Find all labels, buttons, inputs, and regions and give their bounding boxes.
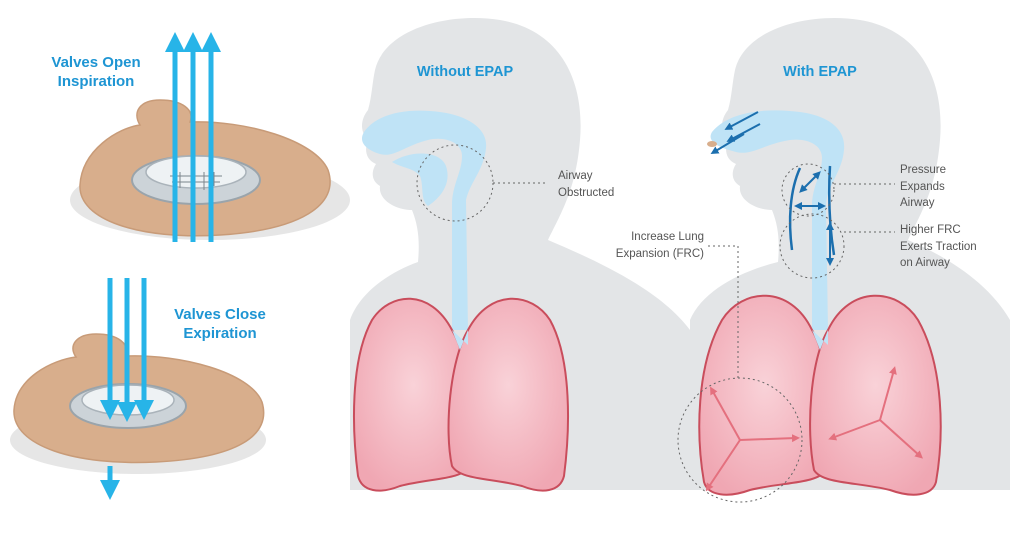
nasal-epap-device — [707, 141, 717, 147]
airway — [361, 110, 487, 330]
valves-close-label: Valves Close Expiration — [158, 306, 282, 344]
valves-open-label: Valves Open Inspiration — [36, 54, 156, 92]
tongue-collapse — [392, 153, 448, 206]
valve-disc-open — [145, 155, 247, 189]
device-close — [10, 278, 266, 500]
panel-without-epap — [350, 18, 690, 492]
pressure-circle — [781, 163, 835, 217]
airway-obstructed-note: Airway Obstructed — [558, 170, 615, 199]
left-lung — [698, 294, 831, 496]
airway — [710, 110, 845, 330]
pressure-expands-note: Pressure Expands Airway — [900, 164, 947, 210]
higher-frc-note: Higher FRC Exerts Traction on Airway — [900, 224, 977, 270]
bronchi — [452, 330, 468, 350]
pressure-arrows — [794, 171, 834, 266]
airway-wall-front — [788, 167, 802, 251]
lung-expansion-note: Increase Lung Expansion (FRC) — [615, 231, 704, 260]
bronchi — [812, 330, 828, 350]
right-lung — [809, 294, 942, 496]
lung-expansion-arrows — [705, 366, 923, 492]
valves-close-subtitle: Expiration — [183, 324, 257, 342]
lung-expansion-leader — [708, 245, 739, 378]
panel-with-epap — [677, 18, 1010, 503]
nasal-airflow-arrows — [710, 111, 761, 155]
inspiration-arrows — [165, 32, 221, 242]
expiration-arrows — [100, 278, 154, 500]
lung-expansion-circle — [677, 377, 803, 503]
valves-close-title: Valves Close — [174, 306, 266, 323]
device-open — [70, 32, 350, 242]
valves-open-subtitle: Inspiration — [57, 72, 135, 90]
frc-circle — [779, 213, 845, 279]
without-epap-title: Without EPAP — [416, 64, 514, 80]
with-epap-title: With EPAP — [783, 64, 857, 80]
valves-open-title: Valves Open — [51, 54, 141, 71]
right-lung — [447, 297, 570, 492]
